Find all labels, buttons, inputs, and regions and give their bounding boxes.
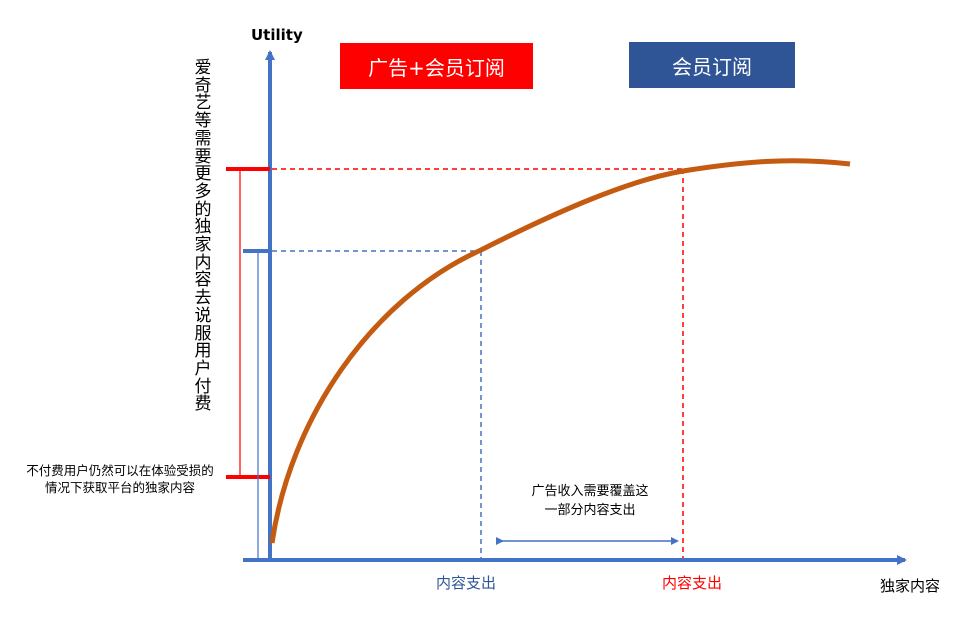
left-note: 不付费用户仍然可以在体验受损的 情况下获取平台的独家内容: [14, 462, 226, 496]
left-note-line1: 不付费用户仍然可以在体验受损的: [26, 463, 214, 478]
vertical-note: 爱奇艺等需要更多的独家内容去说服用户付费: [194, 58, 212, 415]
left-note-line2: 情况下获取平台的独家内容: [44, 480, 195, 495]
ad-member-box: 广告+会员订阅: [340, 43, 533, 89]
member-box: 会员订阅: [629, 42, 795, 88]
blue-cost-label: 内容支出: [436, 574, 497, 592]
ad-note-line2: 一部分内容支出: [544, 503, 636, 518]
y-axis-label: Utility: [251, 26, 303, 44]
ad-note: 广告收入需要覆盖这 一部分内容支出: [505, 482, 675, 520]
x-axis-label: 独家内容: [880, 577, 941, 595]
ad-note-line1: 广告收入需要覆盖这: [531, 484, 649, 499]
utility-curve: [269, 158, 851, 544]
red-cost-label: 内容支出: [662, 574, 723, 592]
